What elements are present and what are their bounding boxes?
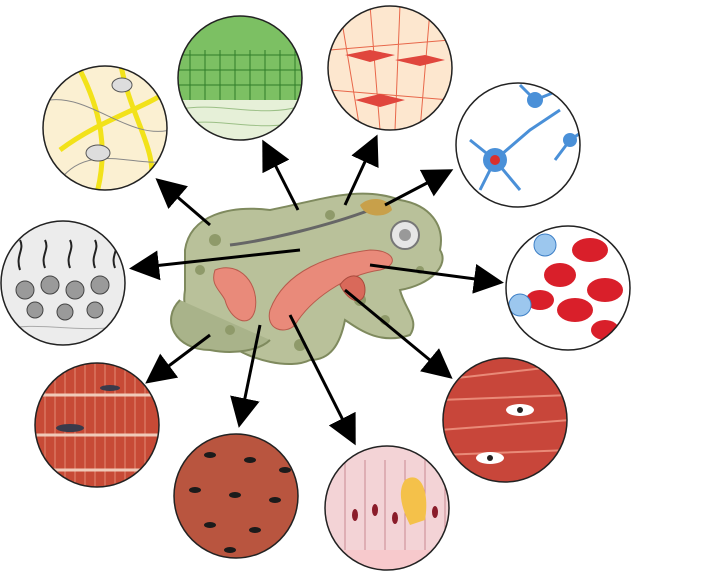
nerve-tissue-icon [456,83,580,207]
arrow [230,324,262,428]
loose-connective-tissue-icon [43,66,167,190]
columnar-epithelium-icon [325,446,449,570]
arrow [262,139,300,211]
arrow [145,333,211,384]
cartilage-bone-tissue-icon [1,221,125,345]
arrow [155,178,211,227]
arrow [369,263,504,294]
arrow [129,248,301,281]
cardiac-muscle-icon [443,358,567,482]
arrow [384,169,454,207]
arrow [288,314,356,446]
tissue-circle-borders [0,5,631,571]
arrows [129,134,504,446]
smooth-muscle-icon [174,434,298,558]
arrow [343,134,379,206]
skeletal-muscle-icon [35,363,159,487]
adipose-tissue-icon [328,6,452,130]
arrow [344,288,453,379]
blood-cells-icon [506,226,630,350]
epithelial-tissue-icon [178,16,302,140]
